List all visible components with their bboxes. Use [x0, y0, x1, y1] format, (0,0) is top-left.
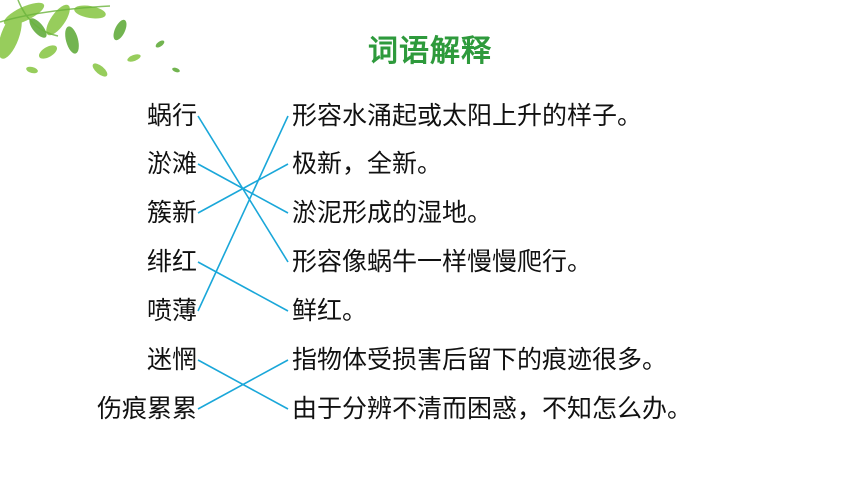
match-line-7: [197, 359, 289, 410]
term-5: 喷薄: [146, 296, 197, 325]
definition-4: 形容像蜗牛一样慢慢爬行。: [292, 247, 593, 276]
match-line-3: [197, 163, 289, 214]
term-3: 簇新: [146, 198, 197, 227]
match-line-4: [197, 261, 289, 312]
definition-3: 淤泥形成的湿地。: [292, 198, 493, 227]
definition-7: 由于分辨不清而困惑，不知怎么办。: [292, 394, 693, 423]
page-title: 词语解释: [368, 34, 492, 69]
term-2: 淤滩: [146, 149, 197, 178]
definition-2: 极新，全新。: [292, 149, 443, 178]
definition-6: 指物体受损害后留下的痕迹很多。: [292, 345, 668, 374]
term-1: 蜗行: [146, 101, 197, 130]
term-7: 伤痕累累: [96, 394, 197, 423]
definition-5: 鲜红。: [292, 296, 368, 325]
term-4: 绯红: [146, 247, 197, 276]
term-6: 迷惘: [146, 345, 197, 374]
match-line-5: [197, 115, 289, 312]
definition-1: 形容水涌起或太阳上升的样子。: [292, 101, 643, 130]
